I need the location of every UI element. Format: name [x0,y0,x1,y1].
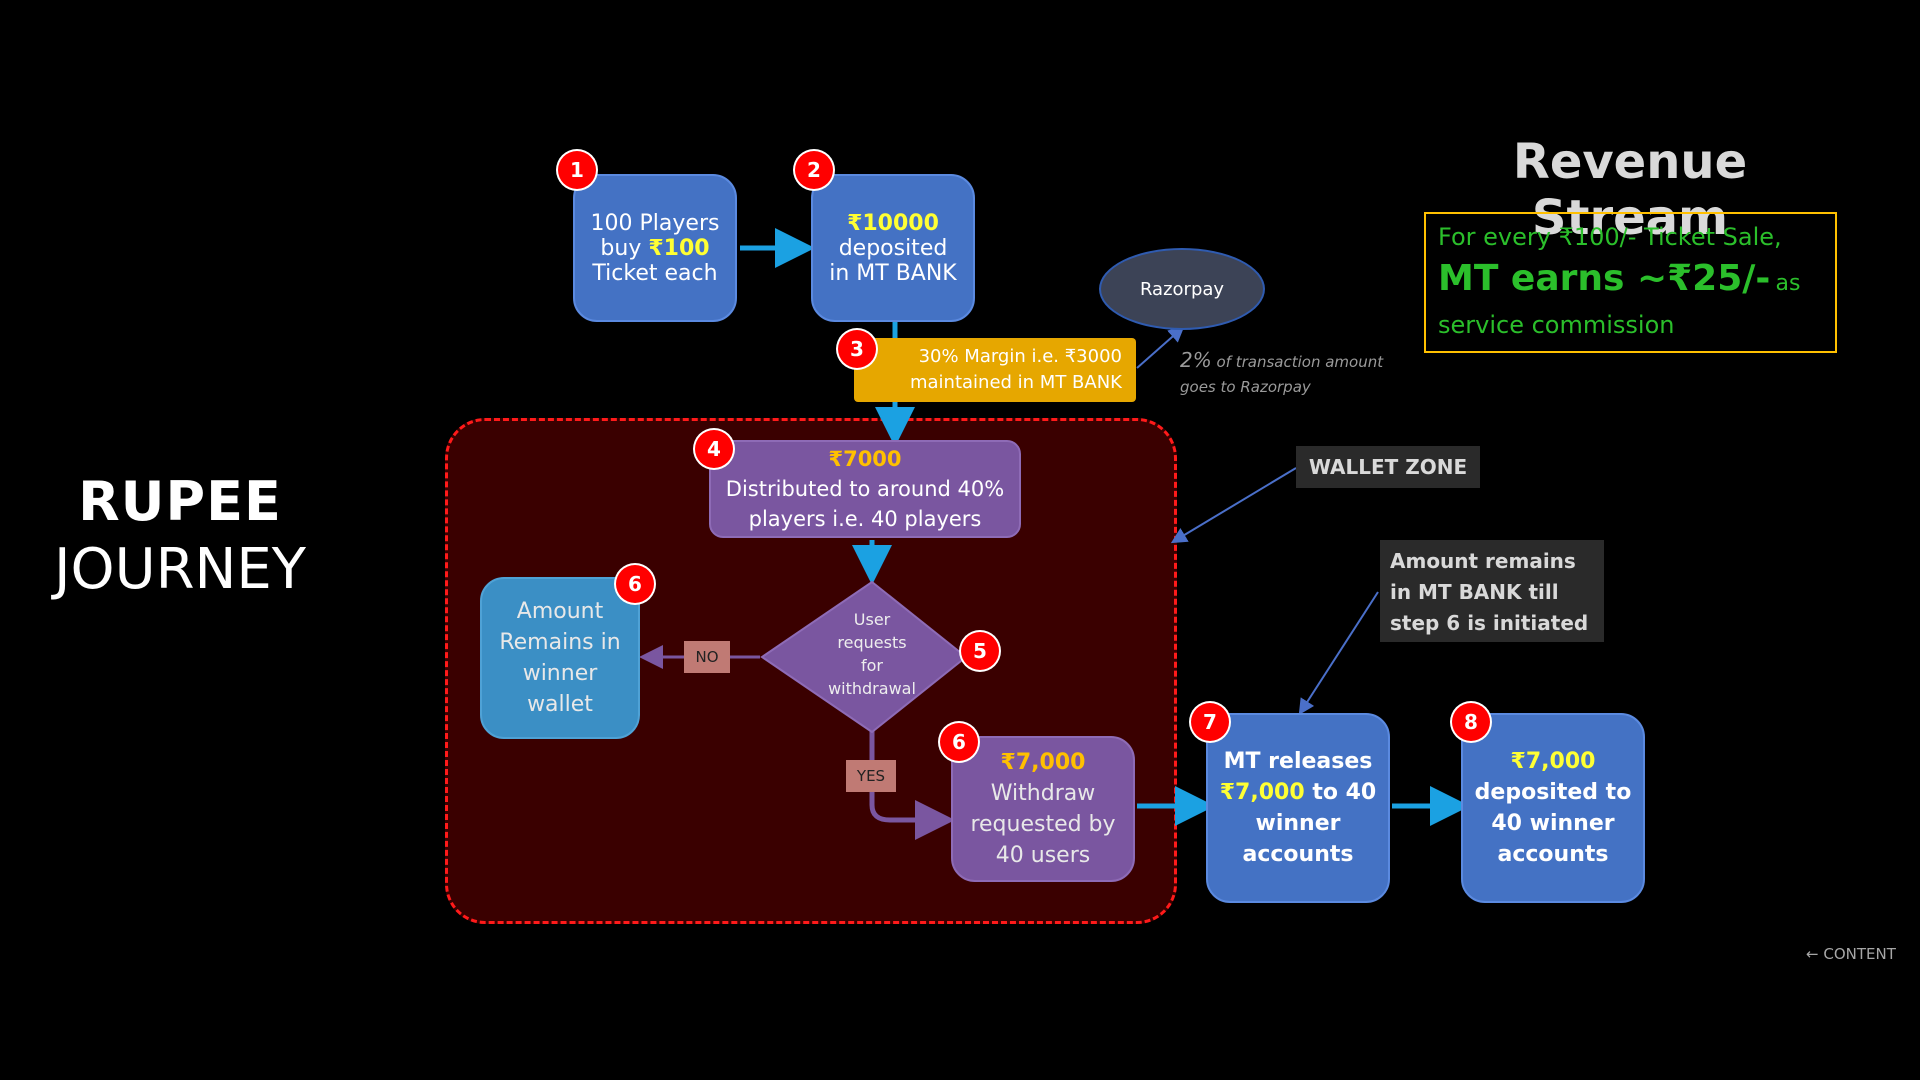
step-6b-badge: 6 [940,723,978,761]
step-8-box: ₹7,000 deposited to 40 winner accounts [1461,713,1645,903]
back-arrow-icon: ← [1806,945,1819,963]
revenue-box: For every ₹100/- Ticket Sale, MT earns ~… [1424,212,1837,353]
step-7-box: MT releases ₹7,000 to 40 winner accounts [1206,713,1390,903]
pointer-amount-note [1298,591,1379,716]
amount-remains-note: Amount remains in MT BANK till step 6 is… [1380,540,1604,642]
step-6b-box: ₹7,000 Withdraw requested by 40 users [951,736,1135,882]
step-4-box: ₹7000 Distributed to around 40% players … [709,440,1021,538]
pointer-razorpay [1136,326,1185,369]
yes-label: YES [846,760,896,792]
revenue-line-2: MT earns ~₹25/- as [1438,258,1801,299]
step-2-badge: 2 [795,151,833,189]
title-rupee: RUPEE [78,470,282,533]
step-6a-badge: 6 [616,565,654,603]
step-1-box: 100 Players buy ₹100 Ticket each [573,174,737,322]
revenue-title: Revenue Stream [1512,134,1748,246]
step-2-box: ₹10000 deposited in MT BANK [811,174,975,322]
razorpay-note: 2% of transaction amount goes to Razorpa… [1180,348,1384,396]
no-label: NO [684,641,730,673]
slide-title: RUPEE JOURNEY [30,470,330,602]
step-3-badge: 3 [838,330,876,368]
step-5-badge: 5 [961,632,999,670]
content-nav-link[interactable]: ← CONTENT [1806,945,1896,963]
step-3-margin-bar: 30% Margin i.e. ₹3000 maintained in MT B… [854,338,1136,402]
revenue-line-3: service commission [1438,311,1675,339]
razorpay-ellipse: Razorpay [1099,248,1265,330]
wallet-zone-label: WALLET ZONE [1296,446,1480,488]
arrow-yes [869,728,955,840]
title-journey: JOURNEY [54,537,306,602]
step-8-badge: 8 [1452,703,1490,741]
decision-diamond [760,580,968,734]
step-6a-box: Amount Remains in winner wallet [480,577,640,739]
step-5-decision-text: User requests for withdrawal [828,610,916,698]
pointer-wallet-zone [1170,467,1297,544]
step-7-badge: 7 [1191,703,1229,741]
step-4-badge: 4 [695,430,733,468]
step-1-badge: 1 [558,151,596,189]
revenue-line-1: For every ₹100/- Ticket Sale, [1438,223,1782,251]
